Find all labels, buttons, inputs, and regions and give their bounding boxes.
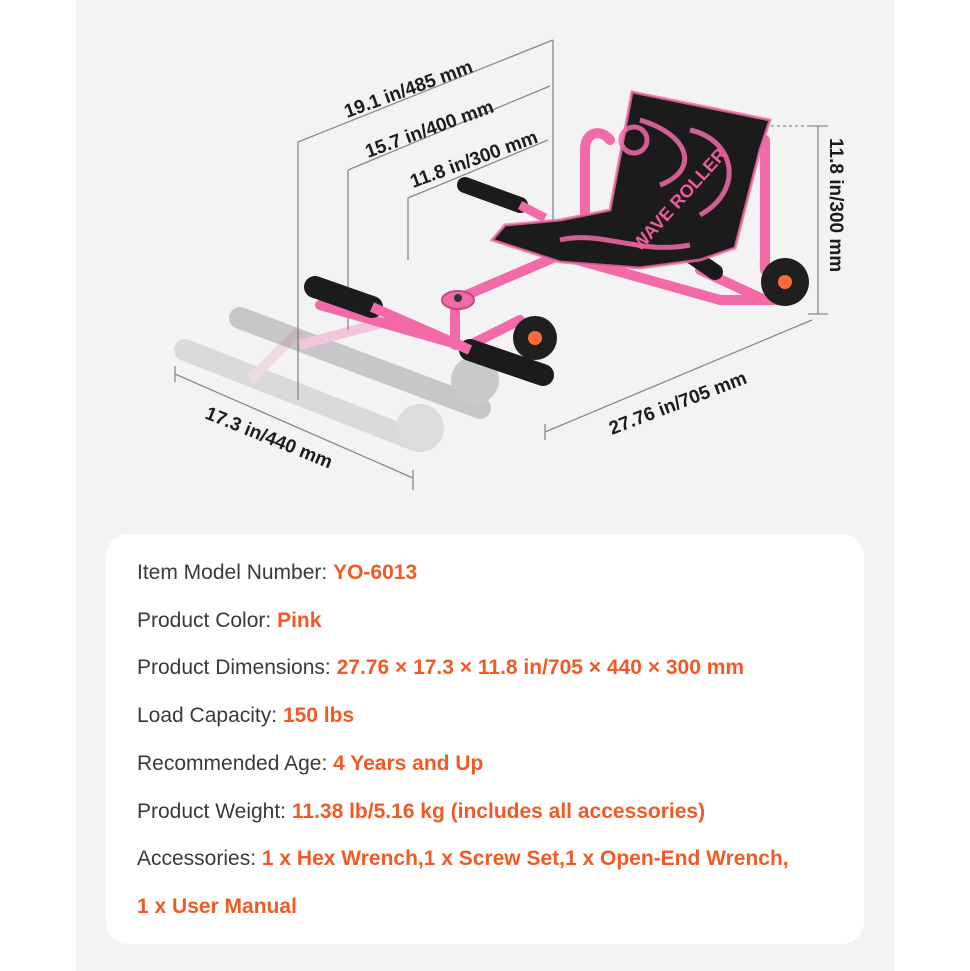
spec-label: Item Model Number:	[137, 561, 328, 584]
ghost-handlebar-mid	[229, 307, 499, 419]
spec-value: 11.38 lb/5.16 kg (includes all accessori…	[291, 800, 706, 823]
spec-value: YO-6013	[333, 561, 418, 584]
kart: WAVE ROLLER	[304, 90, 809, 386]
spec-value: 27.76 × 17.3 × 11.8 in/705 × 440 × 300 m…	[336, 656, 745, 679]
spec-label: Recommended Age:	[137, 752, 328, 775]
spec-label: Product Weight:	[137, 800, 287, 823]
spec-value: 150 lbs	[282, 704, 355, 727]
spec-row-accessories: Accessories: 1 x Hex Wrench,1 x Screw Se…	[137, 846, 789, 872]
spec-value: 1 x User Manual	[137, 895, 297, 918]
ghost-handlebar-far	[174, 326, 444, 452]
spec-label: Load Capacity:	[137, 704, 278, 727]
spec-value: Pink	[277, 609, 322, 632]
spec-card: Item Model Number: YO-6013 Product Color…	[106, 534, 864, 944]
spec-label: Product Color:	[137, 609, 272, 632]
spec-value: 4 Years and Up	[333, 752, 484, 775]
dim-label-height: 11.8 in/300 mm	[825, 138, 846, 272]
spec-row-load-capacity: Load Capacity: 150 lbs	[137, 703, 354, 729]
spec-value: 1 x Hex Wrench,1 x Screw Set,1 x Open-En…	[261, 847, 789, 870]
dim-label-width: 17.3 in/440 mm	[202, 403, 335, 473]
dim-label-length-overall: 27.76 in/705 mm	[606, 368, 750, 440]
spec-row-dimensions: Product Dimensions: 27.76 × 17.3 × 11.8 …	[137, 655, 744, 681]
spec-row-age: Recommended Age: 4 Years and Up	[137, 751, 483, 777]
spec-row-color: Product Color: Pink	[137, 608, 321, 634]
dimension-lines	[174, 39, 828, 490]
spec-label: Product Dimensions:	[137, 656, 331, 679]
spec-row-accessories-cont: 1 x User Manual	[137, 894, 297, 920]
product-illustration: 19.1 in/485 mm 15.7 in/400 mm 11.8 in/30…	[76, 0, 894, 530]
spec-label: Accessories:	[137, 847, 257, 870]
spec-row-model: Item Model Number: YO-6013	[137, 560, 417, 586]
spec-row-weight: Product Weight: 11.38 lb/5.16 kg (includ…	[137, 799, 705, 825]
